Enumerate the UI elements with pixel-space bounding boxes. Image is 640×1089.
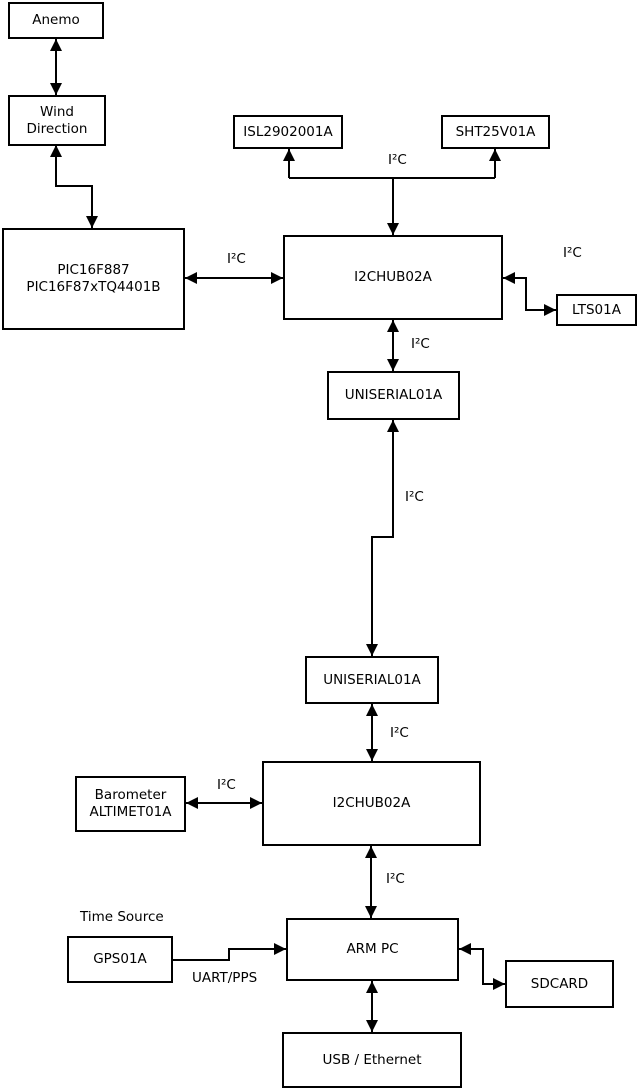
block-uniserial-bottom: UNISERIAL01A [305, 656, 439, 704]
block-isl2902001a: ISL2902001A [233, 115, 343, 149]
block-i2chub-top-label: I2CHUB02A [354, 269, 432, 285]
block-usb-ethernet-label: USB / Ethernet [322, 1051, 422, 1068]
block-wind-direction-label: Wind Direction [26, 103, 88, 137]
block-sdcard-label: SDCARD [530, 975, 589, 992]
block-sht25v01a-label: SHT25V01A [455, 123, 536, 140]
block-pic-microcontroller: PIC16F887 PIC16F87xTQ4401B [2, 228, 185, 330]
i2c-label-long-link: I²C [405, 489, 424, 505]
uart-pps-label: UART/PPS [192, 970, 258, 986]
i2c-label-lts: I²C [563, 245, 582, 261]
block-arm-pc-label: ARM PC [346, 941, 399, 957]
block-i2chub-bottom-label: I2CHUB02A [332, 795, 411, 811]
block-isl2902001a-label: ISL2902001A [243, 123, 333, 140]
i2c-label-uniserial2-hub2: I²C [390, 725, 409, 741]
block-lts01a-label: LTS01A [572, 301, 621, 318]
block-uniserial-top: UNISERIAL01A [327, 371, 460, 420]
block-barometer: Barometer ALTIMET01A [75, 776, 186, 832]
block-sdcard: SDCARD [505, 960, 614, 1008]
block-wind-direction: Wind Direction [8, 95, 106, 146]
connector-uniserial1-uniserial2 [366, 420, 399, 656]
i2c-label-sensor-bus: I²C [388, 152, 407, 168]
connector-wind-pic [50, 145, 98, 228]
block-lts01a: LTS01A [556, 294, 637, 326]
connector-armpc-sdcard [459, 943, 505, 990]
block-gps01a-label: GPS01A [93, 951, 147, 967]
block-pic-label: PIC16F887 PIC16F87xTQ4401B [26, 262, 161, 295]
block-arm-pc: ARM PC [286, 918, 459, 981]
i2c-label-barometer: I²C [217, 777, 236, 793]
block-usb-ethernet: USB / Ethernet [282, 1032, 462, 1088]
time-source-label: Time Source [80, 909, 164, 925]
block-uniserial-bottom-label: UNISERIAL01A [323, 671, 421, 688]
i2c-label-hub2-armpc: I²C [386, 871, 405, 887]
block-anemo-label: Anemo [32, 12, 80, 28]
block-gps01a: GPS01A [67, 936, 173, 983]
block-sht25v01a: SHT25V01A [441, 115, 550, 149]
connector-i2chub-lts [503, 272, 556, 316]
block-barometer-label: Barometer ALTIMET01A [89, 787, 172, 820]
connector-gps-armpc [173, 943, 286, 961]
block-i2chub-top: I2CHUB02A [283, 235, 503, 320]
block-anemo: Anemo [8, 2, 104, 39]
block-uniserial-top-label: UNISERIAL01A [344, 387, 443, 403]
block-i2chub-bottom: I2CHUB02A [262, 761, 481, 846]
i2c-label-pic-hub: I²C [227, 251, 246, 267]
i2c-label-hub-uniserial1: I²C [411, 336, 430, 352]
